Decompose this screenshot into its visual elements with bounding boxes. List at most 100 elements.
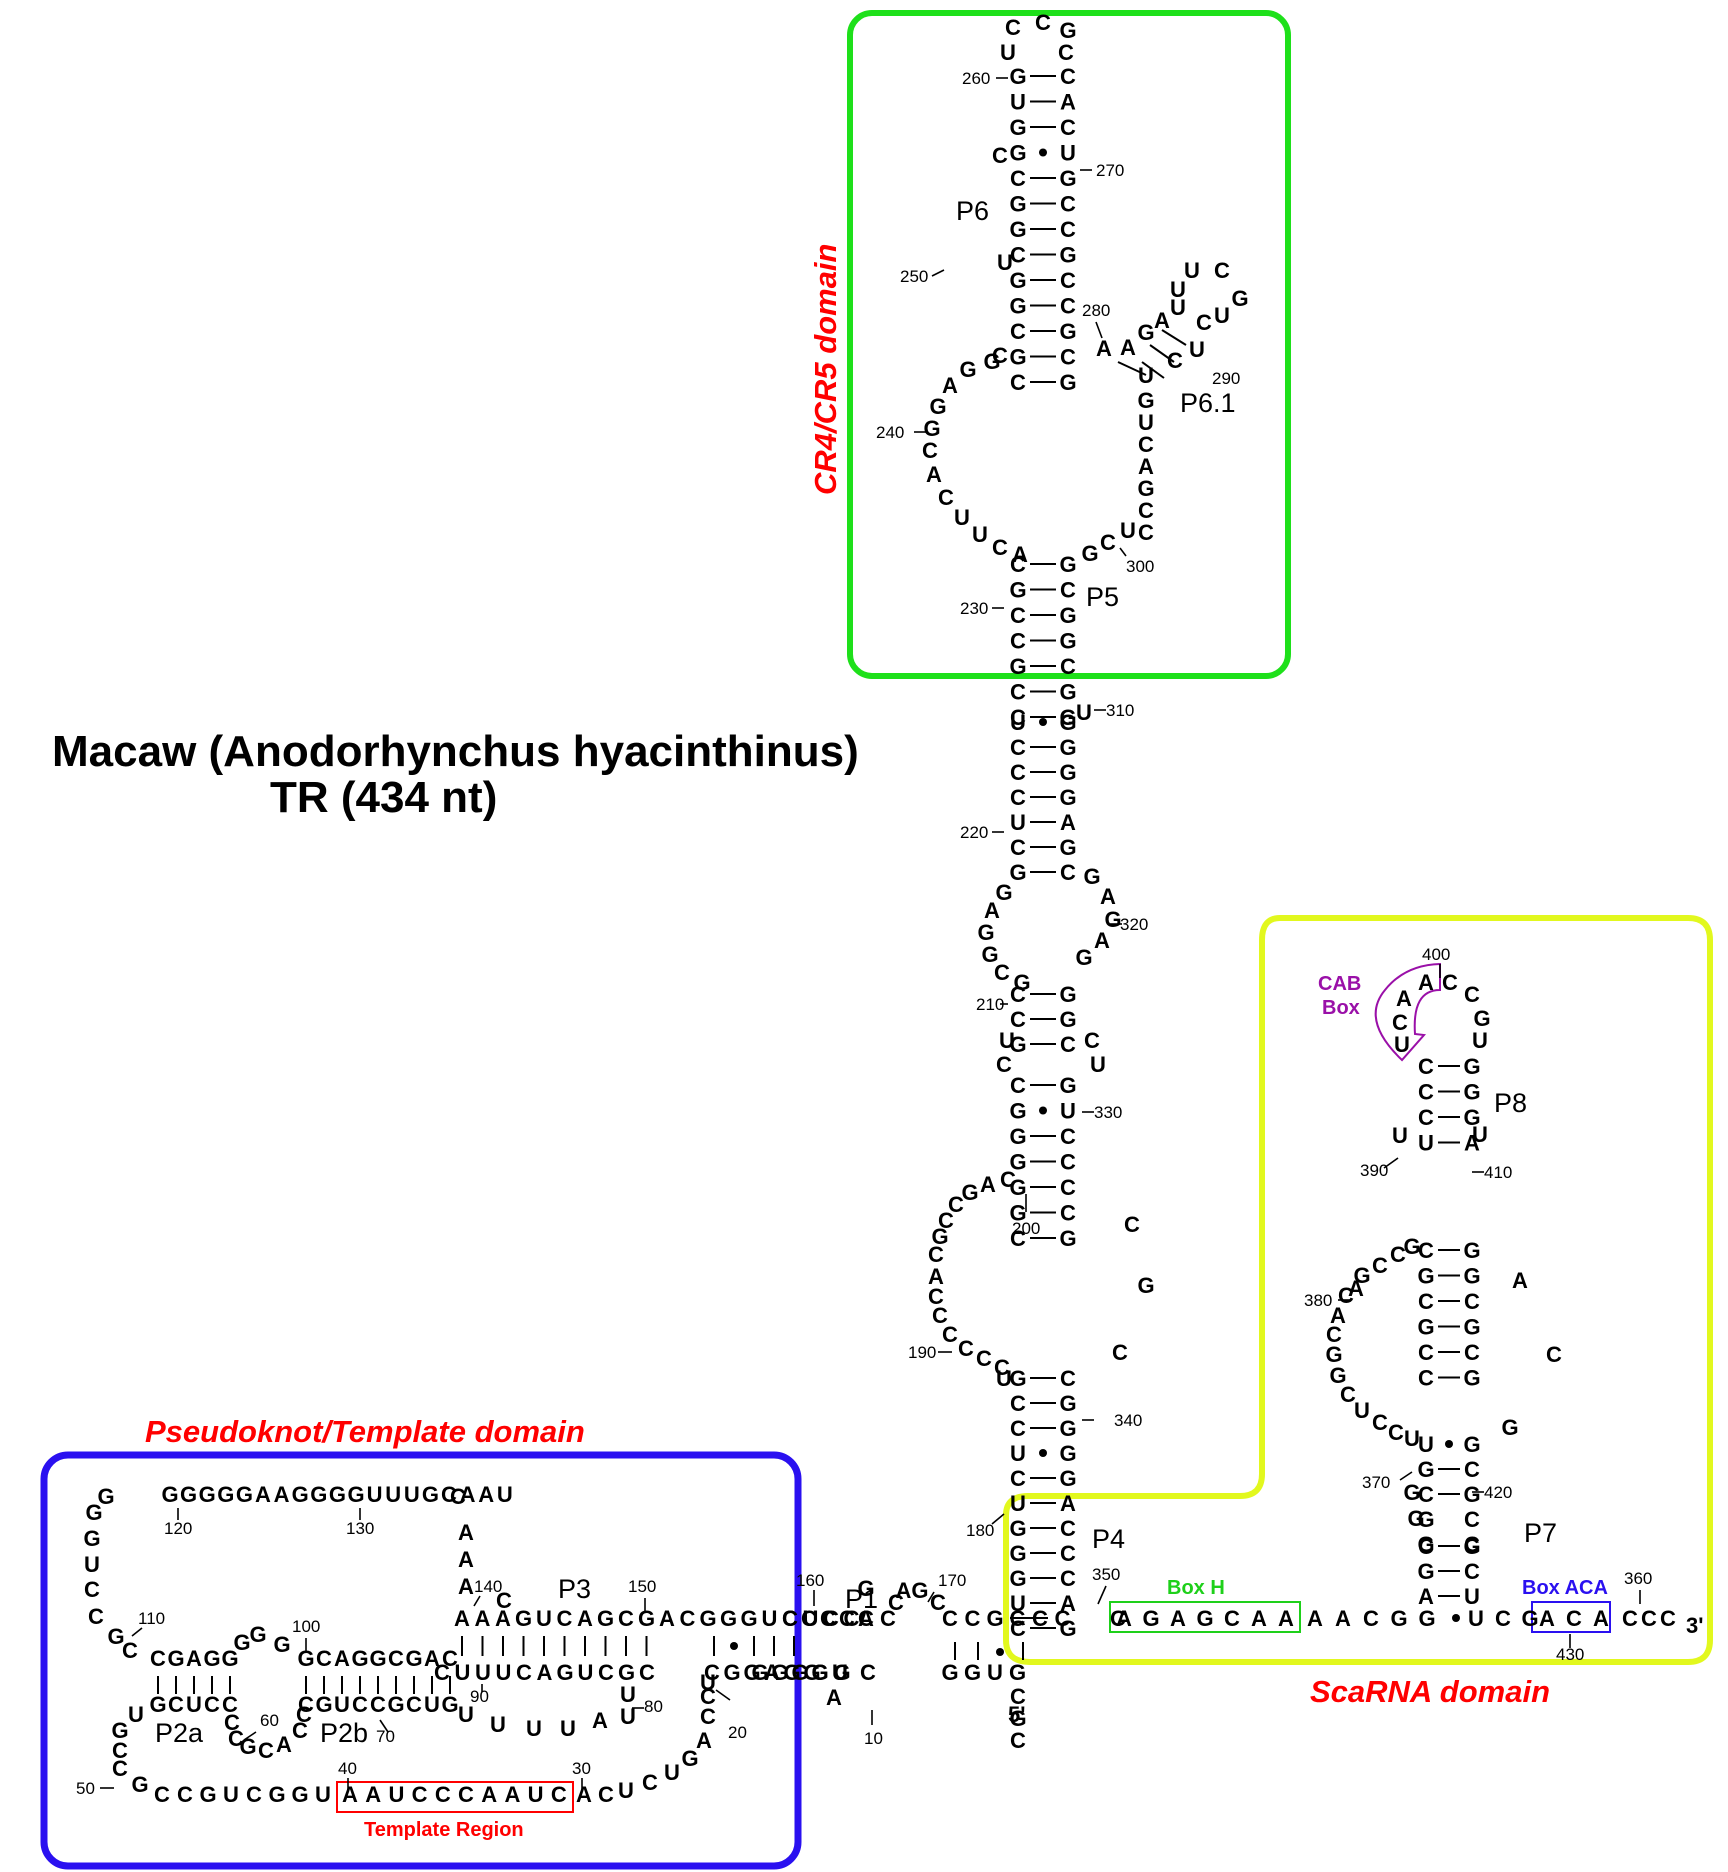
nucleotide-G: G xyxy=(597,1606,614,1631)
position-number-370: 370 xyxy=(1362,1473,1390,1492)
cab-box-label-line2: Box xyxy=(1322,997,1360,1019)
position-number-120: 120 xyxy=(164,1519,192,1538)
nucleotide-C: C xyxy=(1010,603,1026,628)
nucleotide-U: U xyxy=(1170,277,1186,302)
nucleotide-A: A xyxy=(942,373,958,398)
nucleotide-G: G xyxy=(1059,680,1076,705)
wobble-pair-dot xyxy=(1039,148,1047,157)
box-h-label: Box H xyxy=(1167,1577,1225,1599)
nucleotide-A: A xyxy=(1278,1606,1294,1631)
nucleotide-U: U xyxy=(664,1760,680,1785)
nucleotide-C: C xyxy=(1340,1382,1356,1407)
position-number-410: 410 xyxy=(1484,1163,1512,1182)
nucleotide-C: C xyxy=(1224,1606,1240,1631)
nucleotide-G: G xyxy=(221,1646,238,1671)
nucleotide-G: G xyxy=(1059,1416,1076,1441)
position-tick xyxy=(1399,1471,1413,1481)
nucleotide-U: U xyxy=(1170,295,1186,320)
nucleotide-G: G xyxy=(743,1660,760,1685)
nucleotide-U: U xyxy=(999,1028,1015,1053)
nucleotide-A: A xyxy=(342,1782,358,1807)
nucleotide-A: A xyxy=(475,1606,491,1631)
nucleotide-U: U xyxy=(1010,90,1026,115)
nucleotide-C: C xyxy=(618,1606,634,1631)
nucleotide-G: G xyxy=(1463,1315,1480,1340)
scarna-domain-label: ScaRNA domain xyxy=(1310,1674,1550,1709)
nucleotide-G: G xyxy=(964,1660,981,1685)
nucleotide-G: G xyxy=(1009,64,1026,89)
nucleotide-C: C xyxy=(1464,1559,1480,1584)
nucleotide-C: C xyxy=(1010,1616,1026,1641)
nucleotide-G: G xyxy=(1009,115,1026,140)
nucleotide-U: U xyxy=(1404,1426,1420,1451)
nucleotide-C: C xyxy=(1138,498,1154,523)
nucleotide-G: G xyxy=(85,1500,102,1525)
base-pair-bond xyxy=(1161,329,1187,346)
nucleotide-G: G xyxy=(1059,705,1076,730)
helix-label-p6: P6 xyxy=(956,196,989,226)
nucleotide-U: U xyxy=(334,1692,350,1717)
nucleotide-C: C xyxy=(1060,115,1076,140)
helix-label-p8: P8 xyxy=(1494,1088,1527,1118)
position-tick xyxy=(379,1719,389,1733)
nucleotide-G: G xyxy=(149,1692,166,1717)
nucleotide-G: G xyxy=(1418,1606,1435,1631)
nucleotide-U: U xyxy=(1090,1052,1106,1077)
nucleotide-A: A xyxy=(980,1172,996,1197)
nucleotide-C: C xyxy=(1060,654,1076,679)
nucleotide-G: G xyxy=(131,1772,148,1797)
nucleotide-C: C xyxy=(298,1692,314,1717)
nucleotide-A: A xyxy=(1170,1606,1186,1631)
nucleotide-G: G xyxy=(1009,1124,1026,1149)
nucleotide-U: U xyxy=(972,522,988,547)
nucleotide-C: C xyxy=(1060,1175,1076,1200)
nucleotide-C: C xyxy=(1060,1366,1076,1391)
nucleotide-G: G xyxy=(233,1630,250,1655)
nucleotide-U: U xyxy=(996,1366,1012,1391)
nucleotide-U: U xyxy=(1138,363,1154,388)
nucleotide-C: C xyxy=(1338,1283,1354,1308)
nucleotide-A: A xyxy=(537,1660,553,1685)
nucleotide-U: U xyxy=(578,1660,594,1685)
nucleotide-A: A xyxy=(1418,1584,1434,1609)
nucleotide-G: G xyxy=(556,1660,573,1685)
nucleotide-G: G xyxy=(1009,345,1026,370)
nucleotide-C: C xyxy=(1060,1541,1076,1566)
position-number-260: 260 xyxy=(962,69,990,88)
nucleotide-G: G xyxy=(1059,629,1076,654)
nucleotide-C: C xyxy=(1010,680,1026,705)
nucleotide-G: G xyxy=(1059,1466,1076,1491)
nucleotide-C: C xyxy=(801,1606,817,1631)
nucleotide-C: C xyxy=(316,1646,332,1671)
position-tick xyxy=(931,269,945,277)
nucleotide-U: U xyxy=(458,1702,474,1727)
nucleotide-G: G xyxy=(1463,1482,1480,1507)
nucleotide-C: C xyxy=(820,1606,836,1631)
nucleotide-C: C xyxy=(1622,1606,1638,1631)
nucleotide-C: C xyxy=(352,1692,368,1717)
position-tick xyxy=(927,1591,935,1603)
nucleotide-C: C xyxy=(434,1660,450,1685)
wobble-pair-dot xyxy=(1039,1449,1047,1457)
nucleotide-A: A xyxy=(1060,810,1076,835)
nucleotide-G: G xyxy=(1417,1264,1434,1289)
nucleotide-C: C xyxy=(1060,268,1076,293)
nucleotide-C: C xyxy=(458,1782,474,1807)
nucleotide-C: C xyxy=(1326,1322,1342,1347)
nucleotide-G: G xyxy=(1009,1706,1026,1731)
nucleotide-A: A xyxy=(454,1606,470,1631)
nucleotide-U: U xyxy=(455,1660,471,1685)
nucleotide-G: G xyxy=(1463,1432,1480,1457)
nucleotide-C: C xyxy=(154,1782,170,1807)
nucleotide-G: G xyxy=(1059,1391,1076,1416)
nucleotide-U: U xyxy=(1010,1491,1026,1516)
nucleotide-G: G xyxy=(1081,541,1098,566)
nucleotide-G: G xyxy=(1009,1366,1026,1391)
nucleotide-G: G xyxy=(83,1526,100,1551)
nucleotide-C: C xyxy=(388,1646,404,1671)
nucleotide-U: U xyxy=(1060,141,1076,166)
nucleotide-U: U xyxy=(388,1782,404,1807)
nucleotide-G: G xyxy=(983,349,1000,374)
nucleotide-C: C xyxy=(1196,310,1212,335)
